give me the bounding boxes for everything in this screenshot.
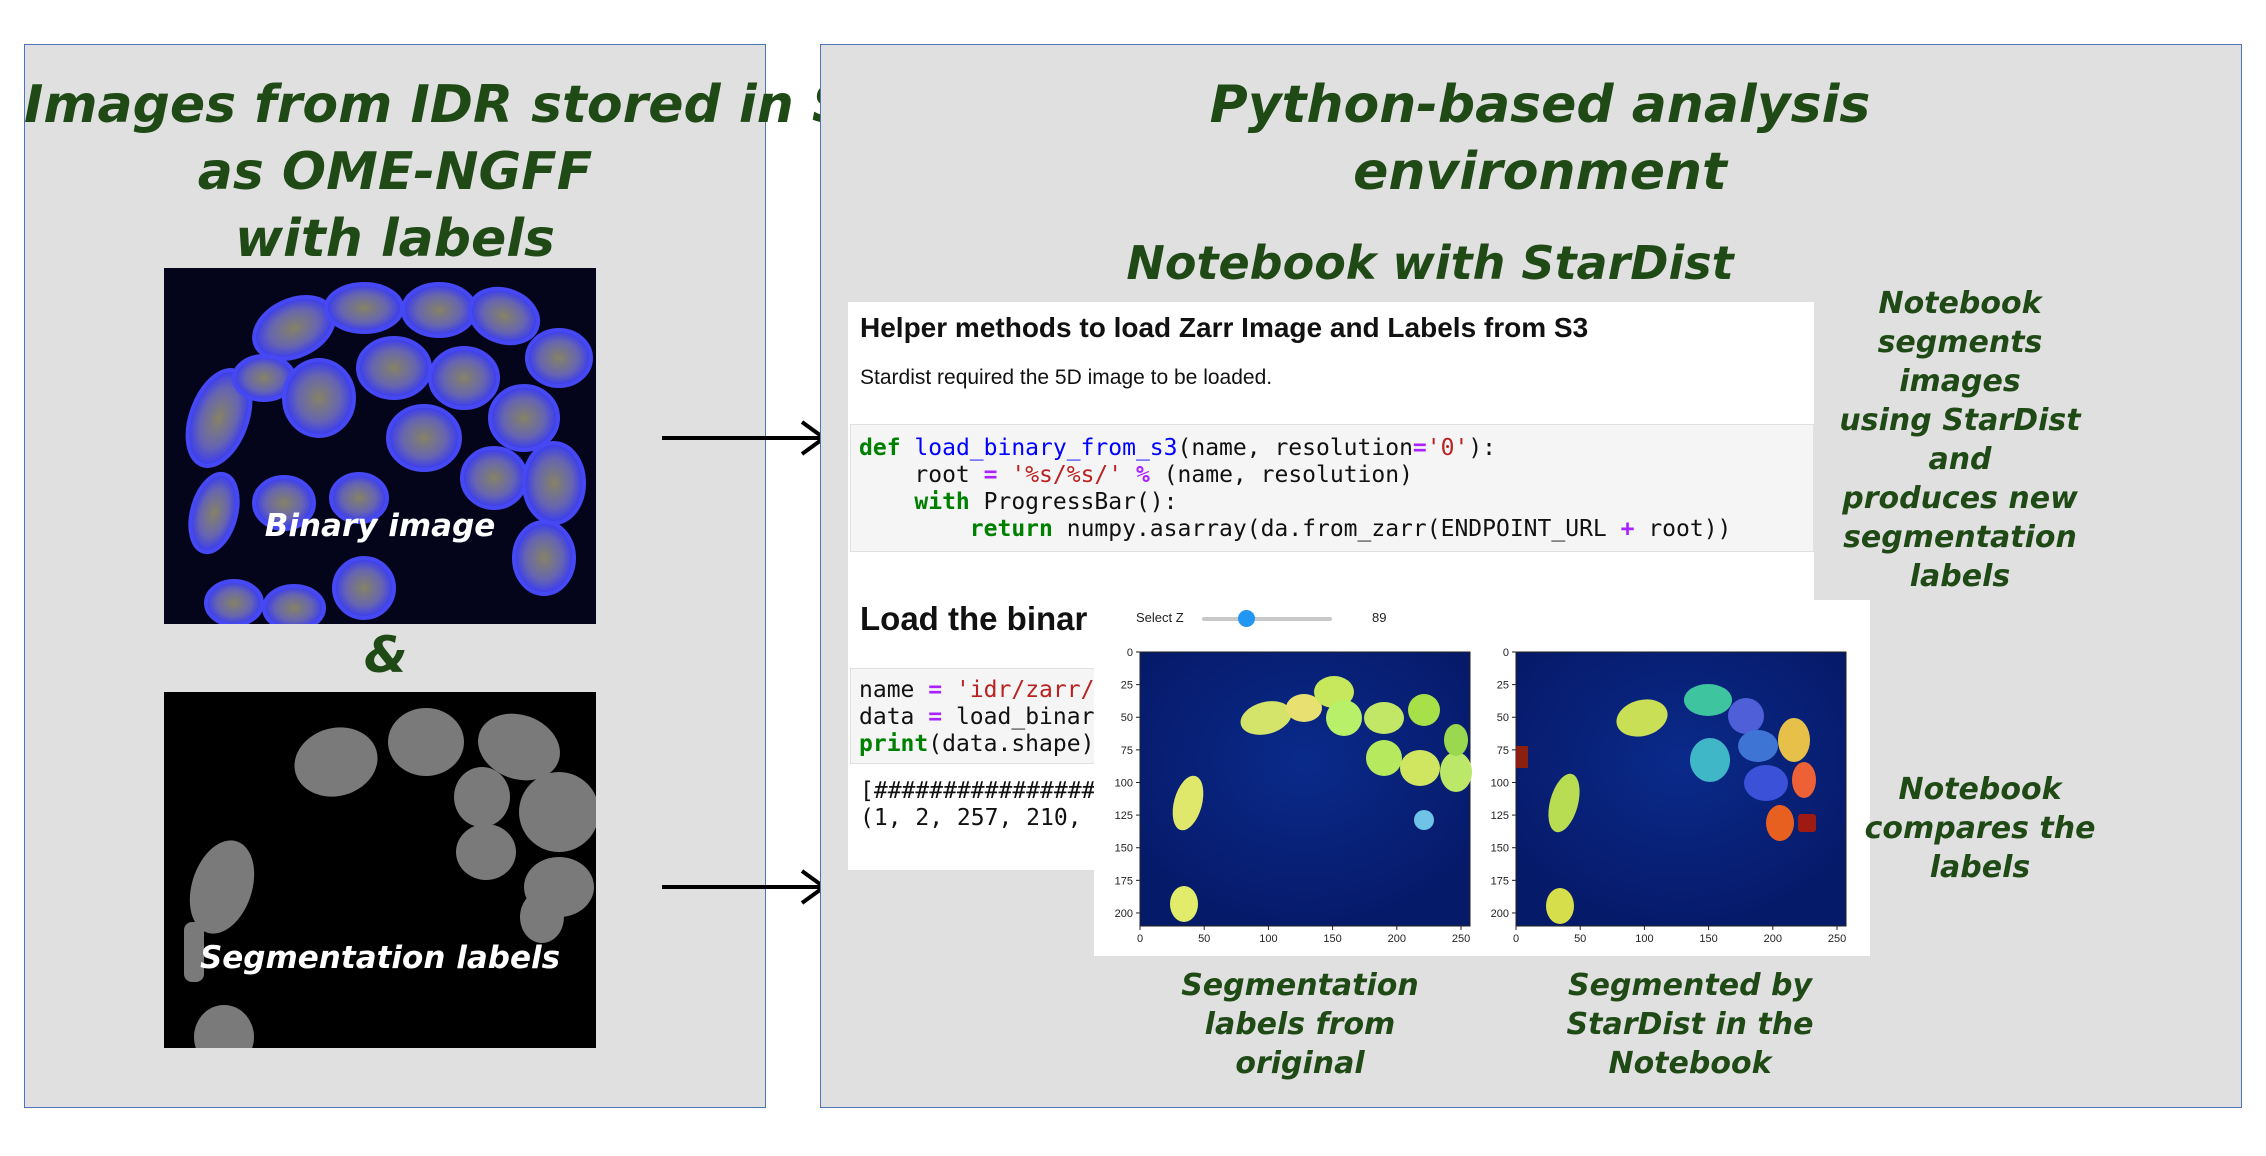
segmentation-labels-image: Segmentation labels	[164, 692, 596, 1048]
code2-line-2: data = load_binary	[859, 704, 1109, 730]
y-tick-label: 175	[1115, 875, 1133, 887]
binary-image: Binary image	[164, 268, 596, 624]
left-title-line-3: with labels	[234, 209, 556, 269]
y-tick-label: 75	[1121, 745, 1133, 757]
left-title-line-2: as OME-NGFF	[197, 142, 593, 202]
y-tick-label: 125	[1491, 810, 1509, 822]
right-title-line-2: environment	[1353, 142, 1727, 202]
left-plot-y-ticks: 0 25 50 75 100 125 150 175 200	[1115, 647, 1140, 920]
y-tick-label: 0	[1127, 647, 1133, 659]
x-tick-label: 200	[1388, 933, 1406, 945]
output-line-1: [################	[860, 778, 1096, 804]
left-title-line-1: Images from IDR stored in S3	[24, 75, 886, 135]
x-tick-label: 250	[1828, 933, 1846, 945]
x-tick-label: 100	[1635, 933, 1653, 945]
code-cell-load-binary[interactable]: def load_binary_from_s3(name, resolution…	[850, 424, 1814, 552]
right-plot-y-ticks: 0 25 50 75 100 125 150 175 200	[1491, 647, 1516, 920]
note-segments-line-6: labels	[1909, 559, 2011, 594]
y-tick-label: 0	[1503, 647, 1509, 659]
notebook-paragraph: Stardist required the 5D image to be loa…	[860, 366, 1273, 389]
x-tick-label: 50	[1574, 933, 1586, 945]
x-tick-label: 50	[1198, 933, 1210, 945]
z-slider-handle[interactable]	[1238, 610, 1255, 627]
binary-image-graphic	[164, 268, 596, 624]
y-tick-label: 200	[1115, 908, 1133, 920]
notebook-heading-helpers: Helper methods to load Zarr Image and La…	[860, 312, 1589, 343]
note-compares-line-3: labels	[1929, 850, 2031, 885]
y-tick-label: 100	[1115, 777, 1133, 789]
output-line-2: (1, 2, 257, 210, 2	[860, 805, 1110, 831]
right-panel-title: Python-based analysis environment	[1100, 72, 1980, 206]
x-tick-label: 250	[1452, 933, 1470, 945]
slider-value: 89	[1372, 610, 1387, 625]
x-tick-label: 100	[1259, 933, 1277, 945]
slider-label: Select Z	[1136, 610, 1184, 625]
y-tick-label: 25	[1497, 680, 1509, 692]
code-cell-load-data[interactable]: name = 'idr/zarr/v data = load_binary pr…	[850, 668, 1110, 764]
right-plot-x-ticks: 0 50 100 150 200 250	[1513, 926, 1846, 945]
z-slider-track[interactable]	[1202, 617, 1332, 621]
y-tick-label: 150	[1491, 843, 1509, 855]
code2-line-3: print(data.shape)	[859, 731, 1095, 757]
note-compares-line-2: compares the	[1864, 811, 2096, 846]
caption-stardist-line-1: Segmented by	[1567, 968, 1813, 1003]
y-tick-label: 50	[1497, 712, 1509, 724]
note-segments-line-1: Notebook	[1878, 286, 2042, 321]
segmentation-labels-caption: Segmentation labels	[199, 940, 561, 976]
y-tick-label: 25	[1121, 680, 1133, 692]
y-tick-label: 75	[1497, 745, 1509, 757]
y-tick-label: 125	[1115, 810, 1133, 822]
x-tick-label: 150	[1323, 933, 1341, 945]
note-segments: Notebook segments images using StarDist …	[1820, 284, 2100, 596]
caption-original-line-2: labels from	[1204, 1007, 1396, 1042]
x-tick-label: 200	[1764, 933, 1782, 945]
notebook-heading-load: Load the binar	[860, 600, 1088, 637]
note-segments-line-2: segments images	[1877, 325, 2043, 399]
caption-original-labels: Segmentation labels from original	[1160, 966, 1440, 1083]
y-tick-label: 100	[1491, 777, 1509, 789]
left-panel-title: Images from IDR stored in S3 as OME-NGFF…	[24, 72, 886, 273]
segmentation-labels-graphic	[164, 692, 596, 1048]
caption-stardist-line-2: StarDist in the	[1566, 1007, 1814, 1042]
code2-line-1: name = 'idr/zarr/v	[859, 677, 1109, 703]
arrows	[662, 420, 828, 905]
note-compares-line-1: Notebook	[1898, 772, 2062, 807]
comparison-widget: Select Z 89	[1094, 600, 1870, 956]
caption-original-line-1: Segmentation	[1181, 968, 1419, 1003]
right-title-line-1: Python-based analysis	[1209, 75, 1871, 135]
binary-image-caption: Binary image	[264, 508, 496, 544]
note-segments-line-5: segmentation	[1843, 520, 2077, 555]
left-plot-x-ticks: 0 50 100 150 200 250	[1137, 926, 1470, 945]
y-tick-label: 200	[1491, 908, 1509, 920]
note-compares: Notebook compares the labels	[1860, 770, 2100, 887]
x-tick-label: 0	[1137, 933, 1143, 945]
note-segments-line-4: produces new	[1842, 481, 2078, 516]
ampersand: &	[364, 626, 408, 684]
caption-stardist-line-3: Notebook	[1608, 1046, 1772, 1081]
y-tick-label: 175	[1491, 875, 1509, 887]
notebook-subtitle: Notebook with StarDist	[1126, 236, 1734, 290]
plot-stardist-labels: 0 50 100 150 200 250 0 25 50 75 100 125 150 175 200	[1491, 647, 1847, 945]
x-tick-label: 150	[1699, 933, 1717, 945]
y-tick-label: 50	[1121, 712, 1133, 724]
y-tick-label: 150	[1115, 843, 1133, 855]
note-segments-line-3: using StarDist and	[1839, 403, 2081, 477]
x-tick-label: 0	[1513, 933, 1519, 945]
caption-stardist-labels: Segmented by StarDist in the Notebook	[1540, 966, 1840, 1083]
notebook-output: [################(1, 2, 257, 210, 2	[860, 778, 1109, 832]
caption-original-line-3: original	[1235, 1046, 1365, 1081]
plot-original-labels: 0 50 100 150 200 250 0 25 50 75 100 125 150 175 200	[1115, 647, 1472, 945]
